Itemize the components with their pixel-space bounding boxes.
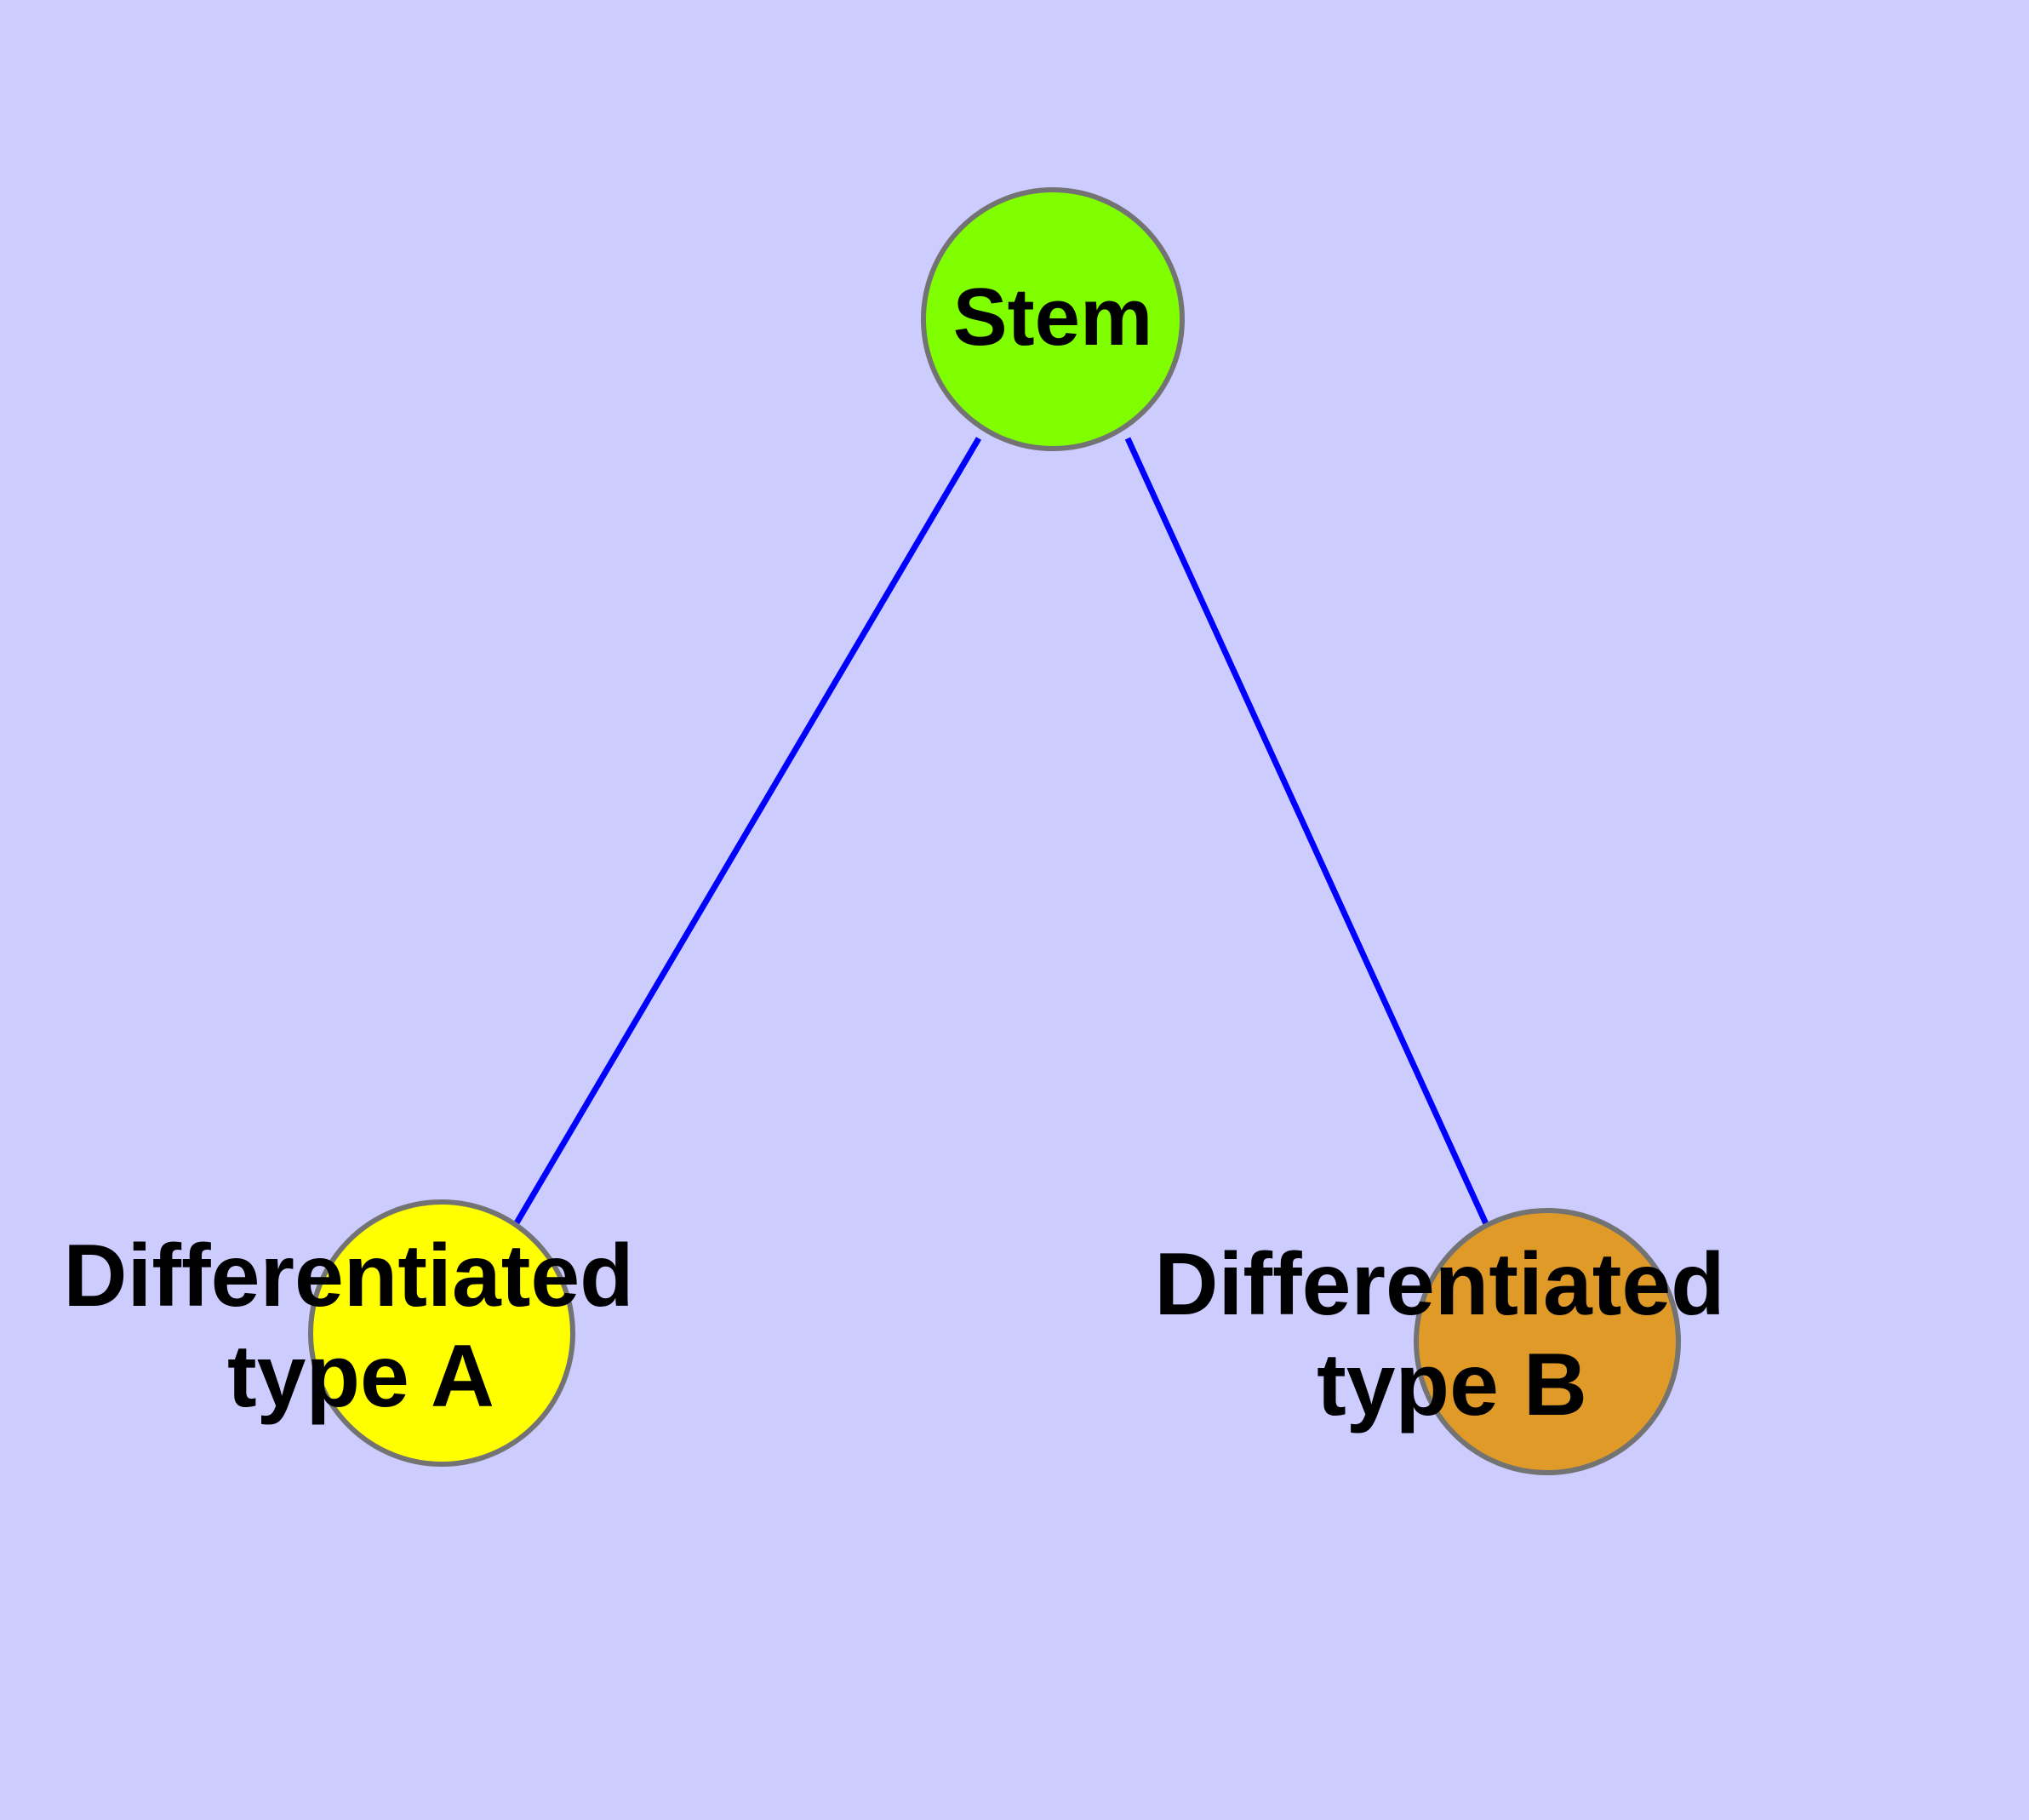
- node-label-diff-b: Differentiated type B: [1154, 1235, 1749, 1434]
- node-label-diff-a-line-1: Differentiated: [63, 1227, 633, 1325]
- node-diff-a[interactable]: Differentiated type A: [63, 1199, 658, 1467]
- nodes-group: Stem Differentiated type A Differentiate…: [63, 187, 1749, 1475]
- node-label-diff-b-line-1: Differentiated: [1154, 1235, 1724, 1334]
- node-label-diff-b-line-2: type B: [1317, 1336, 1587, 1434]
- node-label-diff-a: Differentiated type A: [63, 1227, 658, 1426]
- edges-group: [512, 437, 1491, 1229]
- node-circle-diff-b[interactable]: [1414, 1208, 1681, 1475]
- node-stem[interactable]: Stem: [921, 187, 1185, 451]
- node-circle-stem[interactable]: [921, 187, 1185, 451]
- node-label-stem-line-1: Stem: [953, 272, 1153, 363]
- edge-stem-to-diff-a: [512, 437, 982, 1228]
- node-label-stem: Stem: [953, 272, 1153, 363]
- node-circle-diff-a[interactable]: [308, 1199, 575, 1467]
- edge-stem-to-diff-b: [1124, 437, 1491, 1229]
- node-label-diff-a-line-2: type A: [227, 1327, 494, 1426]
- node-diff-b[interactable]: Differentiated type B: [1154, 1208, 1749, 1475]
